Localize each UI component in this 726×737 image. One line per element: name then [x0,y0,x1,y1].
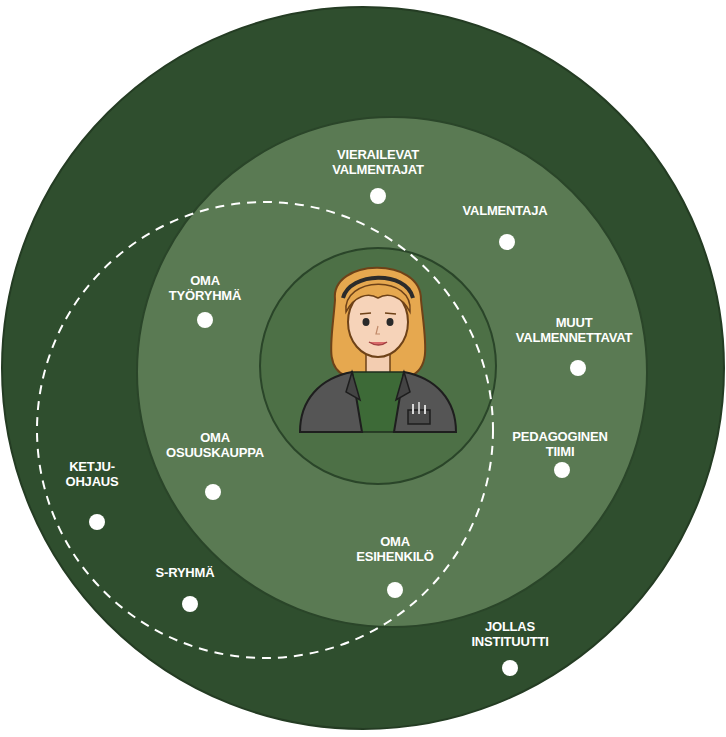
node-label: VIERAILEVAT VALMENTAJAT [332,148,424,177]
dot-label: JOLLAS INSTITUUTTI [470,620,550,649]
node-label: S-RYHMÄ [155,566,216,581]
dot-label: OMA ESIHENKILÖ [355,535,435,564]
dot-label: VIERAILEVAT VALMENTAJAT [331,148,425,177]
outer-circle [2,7,724,729]
dot-label: MUUT VALMENNETTAVAT [515,316,634,345]
dot-marker [370,188,386,204]
dot-label: PEDAGOGINEN TIIMI [511,430,609,459]
dot-marker [197,312,213,328]
dot-marker [570,360,586,376]
inner-circle [260,248,496,484]
node-label: OMA OSUUSKAUPPA [166,431,264,460]
middle-circle [137,117,647,627]
dot-label: VALMENTAJA [462,204,549,219]
dot-label: OMA TYÖRYHMÄ [168,274,243,303]
dot-marker [387,582,403,598]
dot-marker [502,660,518,676]
dot-label: S-RYHMÄ [155,566,216,581]
node-label: VALMENTAJA [462,204,549,219]
dot-marker [182,596,198,612]
dashed-circle [37,202,493,658]
dot-marker [89,514,105,530]
dot-label: KETJU- OHJAUS [65,460,120,489]
node-label: OMA TYÖRYHMÄ [169,274,241,303]
node-label: PEDAGOGINEN TIIMI [512,430,607,459]
node-label: KETJU- OHJAUS [66,460,119,489]
node-label: MUUT VALMENNETTAVAT [516,316,633,345]
dot-label: OMA OSUUSKAUPPA [165,431,265,460]
dot-marker [499,234,515,250]
node-label: OMA ESIHENKILÖ [356,535,433,564]
node-label: JOLLAS INSTITUUTTI [471,620,548,649]
person-illustration [300,268,456,432]
dot-marker [205,484,221,500]
dot-marker [554,462,570,478]
